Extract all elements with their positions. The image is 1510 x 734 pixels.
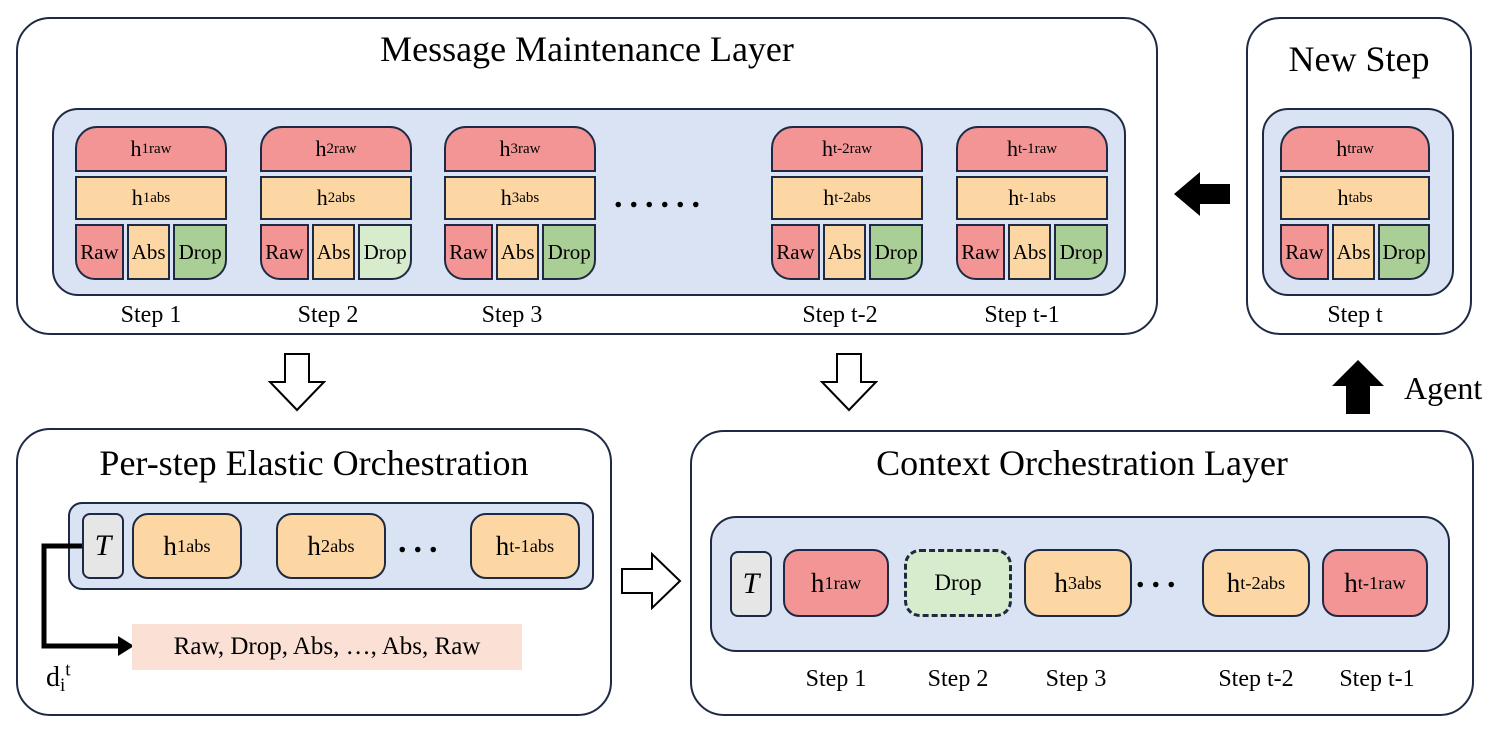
step-label: Step t-1 xyxy=(984,302,1060,328)
elastic-ellipsis: ... xyxy=(398,523,445,560)
step-label: Step t-1 xyxy=(1339,666,1415,692)
option-abs: Abs xyxy=(822,224,867,280)
message-maintenance-title: Message Maintenance Layer xyxy=(380,29,794,69)
option-drop: Drop xyxy=(542,224,597,280)
option-raw: Raw xyxy=(1280,224,1329,280)
option-cells: Raw Abs Drop xyxy=(956,224,1109,280)
step-label: Step 1 xyxy=(805,666,867,692)
option-cells: Raw Abs Drop xyxy=(75,224,228,280)
option-drop: Drop xyxy=(1378,224,1430,280)
message-ellipsis: ...... xyxy=(614,178,707,215)
step-label: Step 3 xyxy=(481,302,543,328)
option-raw: Raw xyxy=(444,224,493,280)
step-label: Step t xyxy=(1327,302,1383,328)
context-item-step-2-dropped: Drop xyxy=(904,549,1012,617)
step-label: Step 3 xyxy=(1045,666,1107,692)
step-label: Step 2 xyxy=(297,302,359,328)
decision-sequence-box: Raw, Drop, Abs, …, Abs, Raw xyxy=(132,624,522,670)
option-cells: Raw Abs Drop xyxy=(1280,224,1430,280)
option-raw: Raw xyxy=(956,224,1005,280)
black-arrow-left-icon xyxy=(1174,172,1230,216)
context-ellipsis: ... xyxy=(1136,558,1183,595)
context-orchestration-title: Context Orchestration Layer xyxy=(876,443,1288,483)
option-raw: Raw xyxy=(260,224,309,280)
option-drop: Drop xyxy=(869,224,924,280)
option-cells: Raw Abs Drop xyxy=(260,224,413,280)
option-drop: Drop xyxy=(173,224,228,280)
step-label: Step 1 xyxy=(120,302,182,328)
option-raw: Raw xyxy=(771,224,820,280)
step-label: Step 2 xyxy=(927,666,989,692)
option-raw: Raw xyxy=(75,224,124,280)
hollow-arrow-down-icon xyxy=(820,353,878,412)
elastic-orchestration-title: Per-step Elastic Orchestration xyxy=(99,443,529,483)
decision-connector-arrow-icon xyxy=(41,543,134,656)
option-abs: Abs xyxy=(1331,224,1376,280)
option-abs: Abs xyxy=(1007,224,1052,280)
black-arrow-up-icon xyxy=(1332,360,1384,414)
option-drop: Drop xyxy=(358,224,413,280)
hollow-arrow-right-icon xyxy=(621,552,682,610)
new-step-title: New Step xyxy=(1288,39,1430,79)
option-abs: Abs xyxy=(126,224,171,280)
option-abs: Abs xyxy=(495,224,540,280)
option-abs: Abs xyxy=(311,224,356,280)
step-label: Step t-2 xyxy=(802,302,878,328)
hollow-arrow-down-icon xyxy=(268,353,326,412)
task-token-box: T xyxy=(730,551,772,617)
decision-variable-label: dit xyxy=(46,659,71,696)
option-cells: Raw Abs Drop xyxy=(444,224,597,280)
task-token-box: T xyxy=(82,513,124,579)
step-label: Step t-2 xyxy=(1218,666,1294,692)
agent-label: Agent xyxy=(1404,370,1483,406)
option-cells: Raw Abs Drop xyxy=(771,224,924,280)
option-drop: Drop xyxy=(1054,224,1109,280)
